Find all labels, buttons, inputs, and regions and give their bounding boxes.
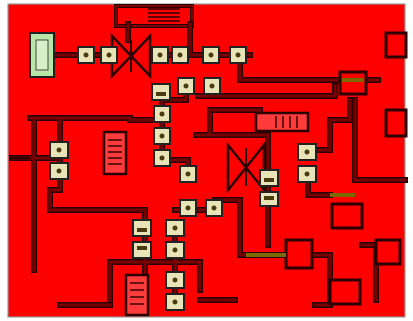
inductor-bottom[interactable] [124,273,150,317]
microstrip-olive [246,78,364,257]
pad[interactable] [151,46,169,64]
pad[interactable] [132,219,152,237]
pad[interactable] [297,165,317,183]
pad-right-3[interactable] [330,202,364,230]
pad[interactable] [205,199,223,217]
pad[interactable] [203,77,221,95]
inductor-right[interactable] [254,111,310,133]
radial-stub-mid[interactable] [226,141,266,194]
pad[interactable] [179,199,197,217]
pad[interactable] [153,105,171,123]
pad-right-6[interactable] [284,238,314,270]
pad[interactable] [165,293,185,311]
pad-right-1[interactable] [384,31,408,59]
pad[interactable] [165,271,185,289]
pad[interactable] [297,143,317,161]
pad[interactable] [165,241,185,259]
pad[interactable] [229,46,247,64]
pad[interactable] [151,83,171,101]
pad[interactable] [49,141,69,159]
pad-right-4[interactable] [374,238,402,266]
pad[interactable] [177,77,195,95]
connector-j1[interactable] [29,32,55,78]
pad[interactable] [132,241,152,259]
smd-pads [49,46,317,311]
pad-right-2[interactable] [384,108,408,138]
pad[interactable] [259,191,279,207]
pad[interactable] [165,219,185,237]
right-pads [284,31,408,306]
pad[interactable] [77,46,95,64]
pad-right-7[interactable] [338,70,368,96]
pad-right-5[interactable] [328,278,362,306]
pad[interactable] [100,46,118,64]
top-component[interactable] [114,4,194,28]
pad[interactable] [49,162,69,180]
top-inductor-coil [148,8,180,22]
pad[interactable] [179,165,197,183]
pad[interactable] [153,127,171,145]
inductor-left[interactable] [102,130,128,176]
pad[interactable] [153,149,171,167]
pad[interactable] [202,46,220,64]
pad[interactable] [171,46,189,64]
pad[interactable] [259,169,279,187]
